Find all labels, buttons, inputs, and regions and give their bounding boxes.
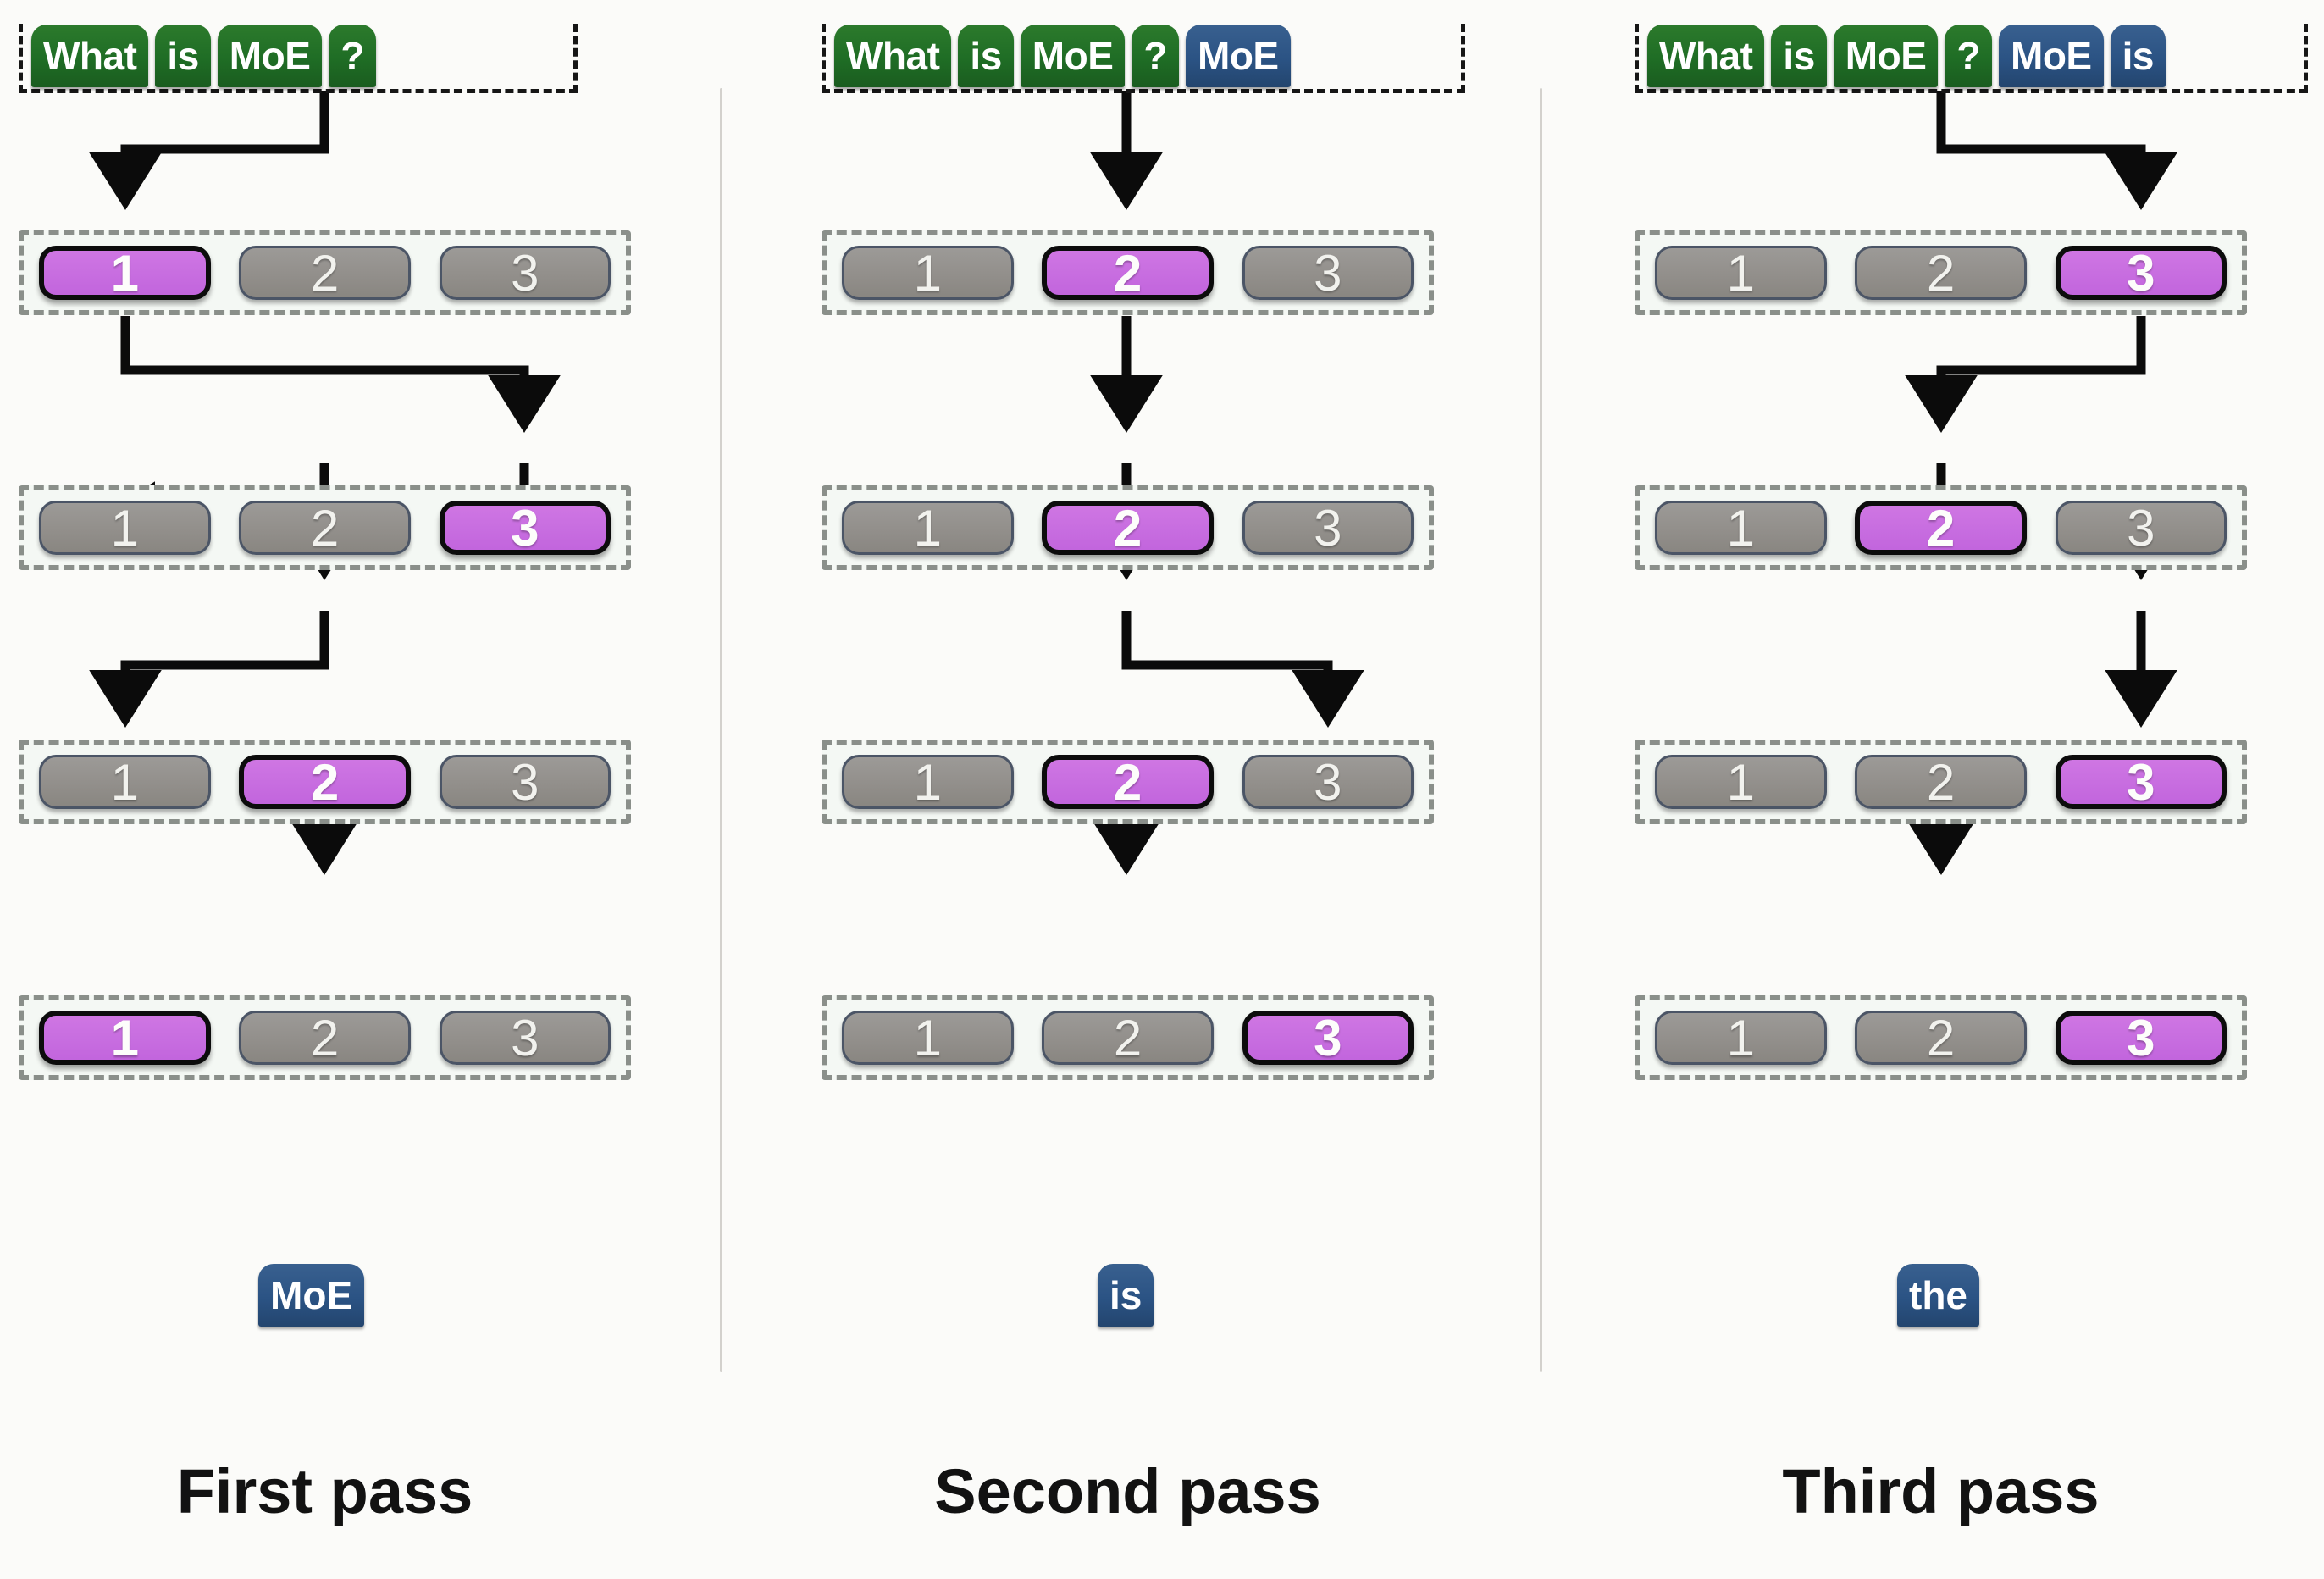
expert-box-idle[interactable]: 3 <box>439 1010 611 1067</box>
input-token[interactable]: ? <box>1132 25 1180 87</box>
arrow-p3-input-to-l1 <box>1936 91 2177 210</box>
pass-divider-2 <box>1540 88 1542 1372</box>
arrow-p1-l3-to-l4 <box>89 611 329 728</box>
input-token[interactable]: ? <box>329 25 377 87</box>
expert-layer: 1 2 3 <box>822 995 1434 1080</box>
expert-box-idle[interactable]: 1 <box>39 500 211 557</box>
expert-layer: 1 2 3 <box>822 485 1434 570</box>
input-token-strip-third: What is MoE ? MoE is <box>1635 24 2308 93</box>
expert-box-idle[interactable]: 1 <box>1655 754 1827 811</box>
expert-box-active[interactable]: 2 <box>1042 500 1214 557</box>
expert-box-active[interactable]: 2 <box>1855 500 2027 557</box>
expert-box-idle[interactable]: 3 <box>2055 500 2227 557</box>
input-token-strip-first: What is MoE ? <box>19 24 578 93</box>
expert-box-idle[interactable]: 2 <box>1855 1010 2027 1067</box>
output-token[interactable]: MoE <box>258 1264 365 1327</box>
expert-layer: 1 2 3 <box>19 485 631 570</box>
input-token[interactable]: MoE <box>217 25 323 87</box>
expert-box-idle[interactable]: 1 <box>842 500 1014 557</box>
output-token[interactable]: the <box>1897 1264 1979 1327</box>
expert-layer: 1 2 3 <box>822 230 1434 315</box>
expert-box-idle[interactable]: 3 <box>1242 754 1414 811</box>
input-token[interactable]: is <box>1771 25 1827 87</box>
input-token[interactable]: What <box>31 25 149 87</box>
expert-box-active[interactable]: 2 <box>1042 754 1214 811</box>
expert-box-idle[interactable]: 3 <box>439 245 611 302</box>
input-token[interactable]: MoE <box>1020 25 1126 87</box>
input-token[interactable]: is <box>155 25 211 87</box>
expert-layer: 1 2 3 <box>1635 740 2247 824</box>
expert-box-active[interactable]: 2 <box>239 754 411 811</box>
pass-label: Second pass <box>934 1456 1321 1526</box>
expert-box-active[interactable]: 3 <box>2055 754 2227 811</box>
arrow-p3-l1-to-l2 <box>1905 316 2146 433</box>
input-token[interactable]: is <box>958 25 1014 87</box>
expert-box-idle[interactable]: 1 <box>1655 1010 1827 1067</box>
expert-box-idle[interactable]: 2 <box>239 245 411 302</box>
expert-layer: 1 2 3 <box>1635 230 2247 315</box>
expert-box-active[interactable]: 3 <box>2055 245 2227 302</box>
pass-divider-1 <box>720 88 722 1372</box>
expert-box-idle[interactable]: 1 <box>1655 500 1827 557</box>
arrow-p1-input-to-l1 <box>89 91 329 210</box>
expert-box-active[interactable]: 1 <box>39 245 211 302</box>
expert-box-active[interactable]: 3 <box>439 500 611 557</box>
input-token[interactable]: MoE <box>1833 25 1939 87</box>
expert-box-idle[interactable]: 2 <box>239 500 411 557</box>
expert-box-idle[interactable]: 2 <box>239 1010 411 1067</box>
expert-box-idle[interactable]: 3 <box>439 754 611 811</box>
expert-box-active[interactable]: 3 <box>2055 1010 2227 1067</box>
expert-box-active[interactable]: 3 <box>1242 1010 1414 1067</box>
expert-box-idle[interactable]: 1 <box>842 245 1014 302</box>
expert-box-idle[interactable]: 3 <box>1242 245 1414 302</box>
output-token[interactable]: is <box>1098 1264 1154 1327</box>
pass-label: Third pass <box>1782 1456 2100 1526</box>
input-token[interactable]: What <box>1647 25 1765 87</box>
expert-box-idle[interactable]: 1 <box>842 754 1014 811</box>
expert-box-active[interactable]: 2 <box>1042 245 1214 302</box>
expert-layer: 1 2 3 <box>1635 485 2247 570</box>
generated-token[interactable]: MoE <box>1999 25 2104 87</box>
expert-layer: 1 2 3 <box>19 740 631 824</box>
expert-box-idle[interactable]: 1 <box>1655 245 1827 302</box>
expert-box-idle[interactable]: 1 <box>842 1010 1014 1067</box>
expert-box-idle[interactable]: 2 <box>1855 754 2027 811</box>
pass-label: First pass <box>176 1456 473 1526</box>
input-token-strip-second: What is MoE ? MoE <box>822 24 1465 93</box>
expert-layer: 1 2 3 <box>19 995 631 1080</box>
expert-layer: 1 2 3 <box>1635 995 2247 1080</box>
arrow-p1-l1-to-l2 <box>120 316 561 433</box>
input-token[interactable]: What <box>834 25 952 87</box>
expert-box-idle[interactable]: 2 <box>1855 245 2027 302</box>
generated-token[interactable]: is <box>2110 25 2166 87</box>
expert-box-idle[interactable]: 2 <box>1042 1010 1214 1067</box>
expert-box-active[interactable]: 1 <box>39 1010 211 1067</box>
arrow-p2-l3-to-l4 <box>1121 611 1364 728</box>
input-token[interactable]: ? <box>1945 25 1993 87</box>
generated-token[interactable]: MoE <box>1186 25 1291 87</box>
expert-layer: 1 2 3 <box>19 230 631 315</box>
expert-box-idle[interactable]: 1 <box>39 754 211 811</box>
expert-box-idle[interactable]: 3 <box>1242 500 1414 557</box>
expert-layer: 1 2 3 <box>822 740 1434 824</box>
